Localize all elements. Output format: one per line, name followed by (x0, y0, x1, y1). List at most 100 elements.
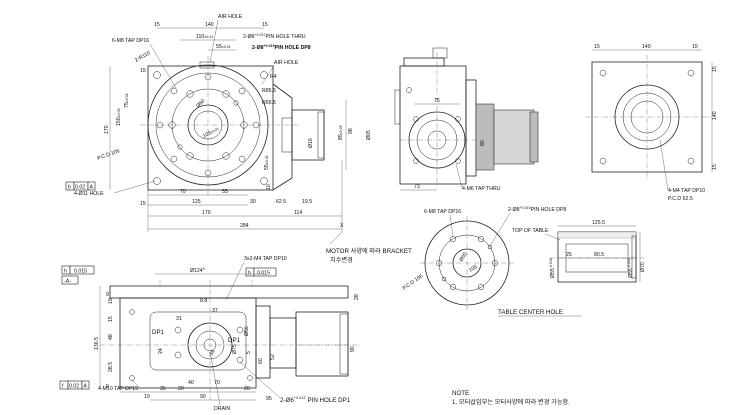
tc-dim-60: Ø60 (459, 251, 469, 263)
svg-text:b: b (68, 185, 71, 191)
fv-flange (255, 305, 271, 379)
fv-dim-90: 90 (200, 394, 206, 400)
tt-dim-55: Ø55-0.016 (549, 258, 556, 278)
fv-dp1a: DP1 (152, 329, 165, 336)
side-flange (465, 79, 477, 177)
dim-195: 19.5 (302, 199, 312, 205)
side-view: 75 Ø65 80 73 4-M6 TAP THRU (366, 47, 539, 192)
datum-a-box (61, 275, 79, 285)
tt-dim-1255: 125.5 (592, 220, 605, 226)
dim-70: 70 (180, 189, 186, 195)
tol-frame-h2: h 0.015 (245, 267, 277, 277)
tol-frame-b: b 0.02 A (65, 181, 96, 191)
tt-dim-25: 25 (566, 252, 572, 258)
side-tap-holes (406, 87, 461, 164)
tc-tap-label: 6-M8 TAP DP16 (424, 209, 461, 215)
right-view: 140 15 15 140 15 15 4-M4 TAP DP10 P.C.D … (585, 44, 718, 202)
air-hole-top-label: AIR HOLE (218, 14, 243, 20)
fv-dim-5: 5 (246, 351, 252, 354)
dim-55h: 55 (222, 189, 228, 195)
top-motor-coupling (281, 117, 293, 153)
side-dim-75: 75 (434, 98, 440, 104)
fv-dim-60v: 60 (258, 358, 264, 364)
tol-frame-h1: h 0.015 (61, 265, 95, 275)
fv-tap3-label: 3x2-M4 TAP DP10 (244, 256, 287, 262)
svg-text:A: A (84, 384, 88, 390)
right-dim-140v: 140 (712, 111, 718, 120)
hole4-label: 4-Ø11 HOLE (74, 191, 104, 197)
fv-dim-37: 37 (212, 308, 218, 314)
table-center-view: 6-M8 TAP DP16 2-Ø8+0.015PIN HOLE DP8 P.C… (402, 206, 582, 317)
note-line1: 1. 모터삽입부는 모터사양에 따라 변경 가능함. (452, 398, 570, 406)
dim-15v: 15 (140, 68, 146, 74)
svg-text:A: A (90, 185, 94, 191)
datum-a: -A- (64, 279, 71, 285)
right-dim-15b: 15 (692, 44, 698, 50)
fv-tap4-label: 4-M10 TAP DP15 (98, 386, 138, 392)
fv-dim-24: 24 (158, 348, 164, 354)
svg-text:0.02: 0.02 (69, 384, 79, 390)
top-corner-holes (153, 71, 268, 185)
fv-dim-95: 95 (266, 396, 272, 402)
side-motor-adapter (475, 103, 495, 171)
fv-holes (129, 309, 253, 381)
air-hole-right-label: AIR HOLE (274, 60, 299, 66)
tc-pin-label: 2-Ø8+0.015PIN HOLE DP8 (508, 206, 567, 213)
right-dim-140: 140 (642, 44, 651, 50)
fv-dim-90v: 90 (350, 346, 356, 352)
side-dim-65: Ø65 (366, 130, 372, 140)
tt-dim-55b: Ø55-0.016 (627, 258, 634, 278)
fv-dim-28: 28 (354, 294, 360, 300)
fv-dim-19b: 19 (144, 394, 150, 400)
dim-15a: 15 (154, 22, 160, 28)
dim-170v: 170 (104, 125, 110, 134)
side-top-block (403, 57, 445, 67)
dim-170h: 170 (202, 210, 211, 216)
svg-text:h: h (248, 271, 251, 277)
fv-dim-88: 8.8 (200, 298, 207, 304)
tol-frame-f: f 0.02 A (59, 380, 90, 390)
side-left-port (394, 89, 401, 125)
top-outer-holes (156, 73, 260, 177)
tc-dim-105: 105 (468, 264, 479, 274)
tt-top-band (557, 231, 637, 239)
dim-85v: 85±0.05 (338, 125, 344, 140)
fv-dim-31: 31 (176, 316, 182, 322)
dim-125: 125 (192, 199, 201, 205)
right-dim-15a: 15 (594, 44, 600, 50)
right-dim-15c: 15 (712, 66, 718, 72)
dim-150: 150±0.05 (116, 108, 122, 126)
dim-284: 284 (240, 223, 249, 229)
dim-15b: 15 (262, 22, 268, 28)
fv-dim-48: 48 (108, 334, 114, 340)
bracket-note-line1: MOTOR 사양에 따라 BRACKET (326, 247, 412, 255)
fv-drain-label: DRAIN (214, 406, 230, 412)
dim-140: 140 (205, 22, 214, 28)
fv-dim-124: Ø1240 (190, 267, 205, 274)
top-air-hole (199, 61, 215, 69)
right-dim-15d: 15 (712, 164, 718, 170)
top-flange-outline (272, 83, 293, 191)
right-pcd-label: P.C.D 62.5 (668, 196, 693, 202)
top-bolt-holes (168, 90, 248, 160)
tt-dim-70: Ø70 (640, 262, 646, 272)
fv-dim-40: 40 (188, 380, 194, 386)
right-tap-label: 4-M4 TAP DP10 (668, 188, 705, 194)
side-top-cap (432, 47, 448, 59)
dim-30: 30 (250, 199, 256, 205)
fv-dim-56: Ø56 (244, 326, 250, 336)
pin-thru-label: 2-Ø6+0.012PIN HOLE THRU (243, 33, 306, 40)
side-dim-73: 73 (414, 184, 420, 190)
dim-110: 110±0.01 (196, 34, 213, 40)
side-motor-body (493, 109, 535, 165)
dim-15v2: 15 (140, 201, 146, 207)
dim-60: Ø60 (195, 98, 206, 109)
side-motor-end (529, 111, 539, 163)
fv-dim-75: Ø75 (232, 344, 238, 354)
side-tap-label: 4-M6 TAP THRU (462, 186, 501, 192)
right-corner-holes (599, 69, 695, 165)
pcd106-label: P.C.D 106 (97, 148, 121, 162)
top-view: AIR HOLE 6-M8 TAP DP16 2-Ø6+0.012PIN HOL… (65, 14, 354, 232)
tc-caption: TABLE CENTER HOLE (498, 309, 563, 316)
